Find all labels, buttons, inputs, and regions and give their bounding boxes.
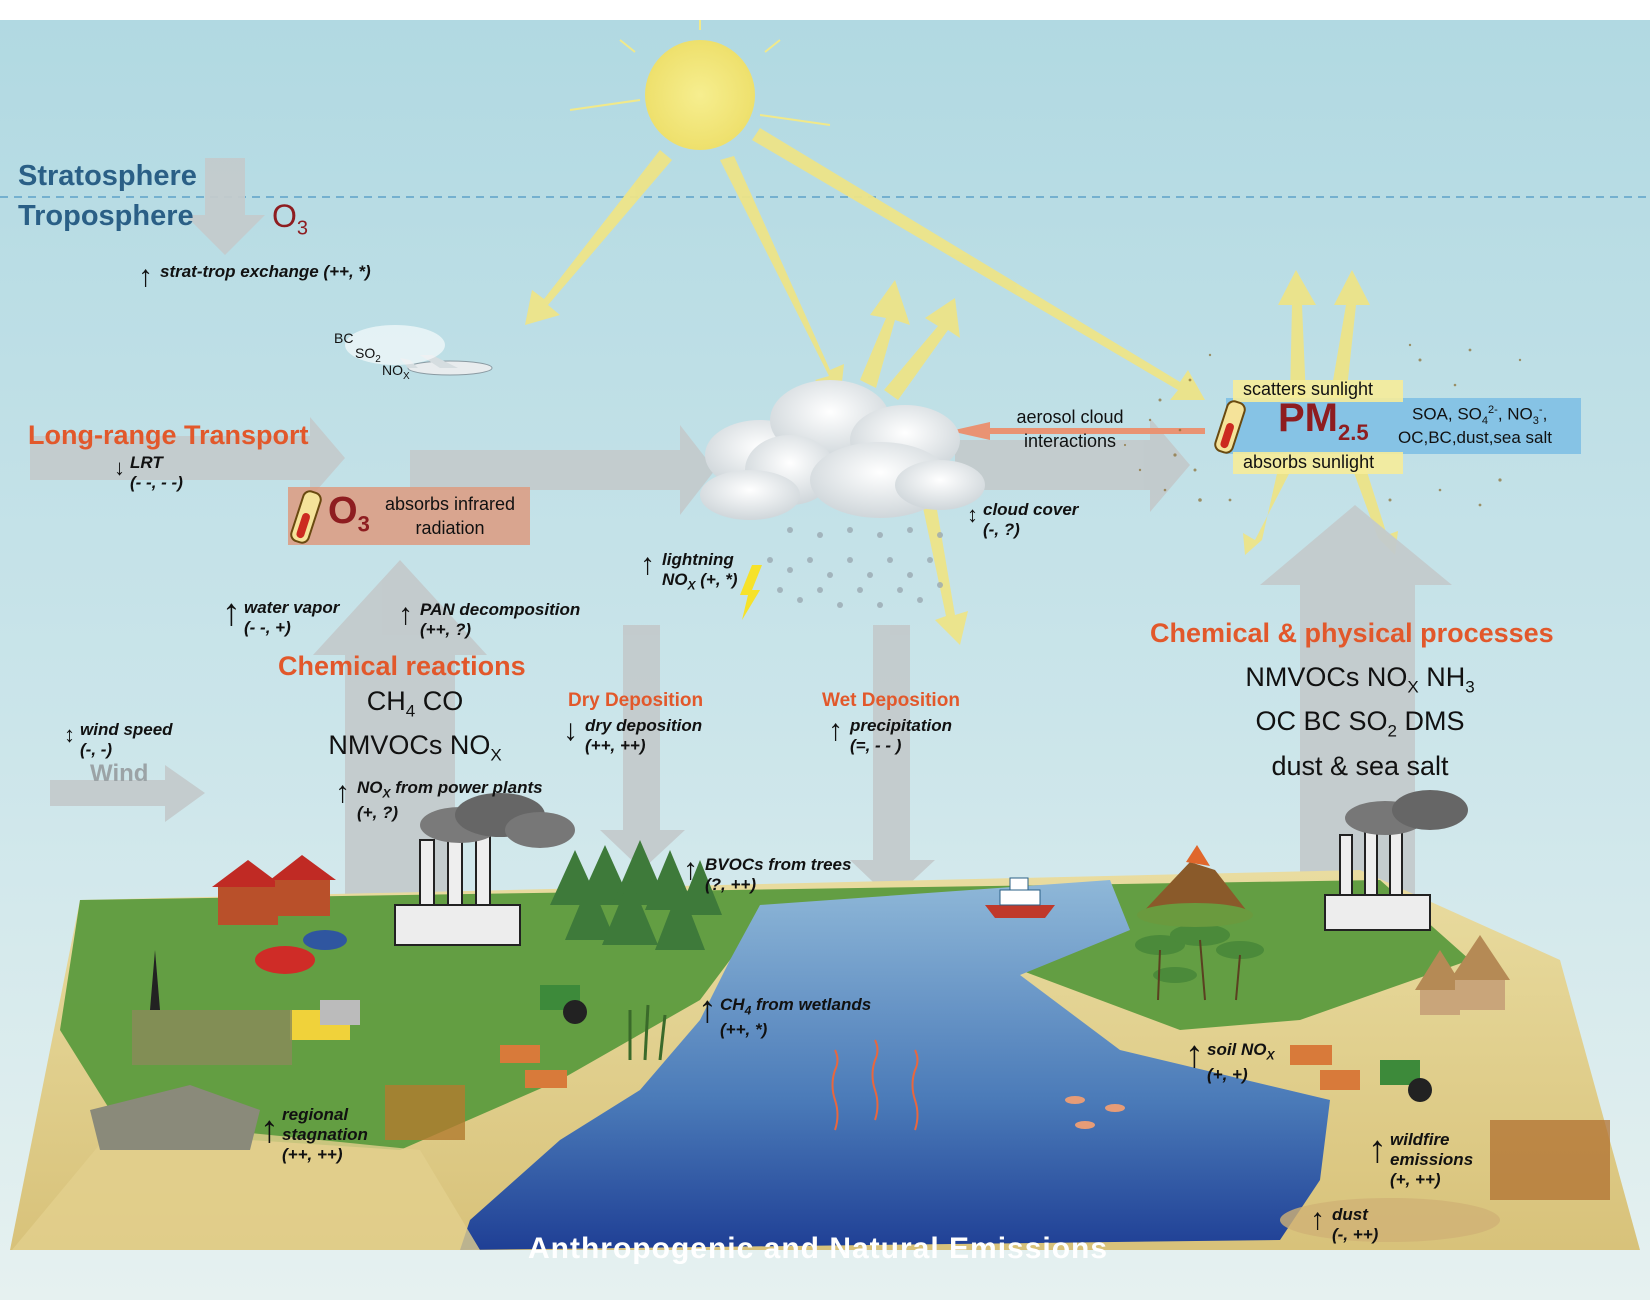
- ch4-wetlands-label: ↑ CH4 from wetlands (++, *): [698, 989, 872, 1040]
- nox-power-plants-label: ↑ NOX from power plants (+, ?): [335, 776, 543, 823]
- up-arrow-icon: ↑: [698, 989, 717, 1031]
- pm-species-line1: SOA, SO42-, NO3-,: [1412, 404, 1548, 428]
- airplane-icon: [345, 325, 493, 376]
- cloud-cover-label: ↕ cloud cover(-, ?): [967, 500, 1079, 539]
- lrt-label: ↓ LRT(- -, - -): [114, 453, 183, 492]
- o3-box-label: O3: [328, 490, 370, 537]
- wind-label: Wind: [90, 760, 149, 787]
- soil-nox-label: ↑ soil NOX (+, +): [1185, 1034, 1275, 1085]
- down-arrow-icon: ↓: [563, 714, 578, 747]
- chem-phys-heading: Chemical & physical processes: [1150, 618, 1554, 648]
- up-arrow-icon: ↑: [828, 714, 843, 747]
- pan-decomposition-label: ↑ PAN decomposition(++, ?): [398, 598, 581, 640]
- updown-arrow-icon: ↕: [967, 502, 978, 527]
- absorbs-sunlight-label: absorbs sunlight: [1243, 452, 1375, 472]
- lightning-nox-label: ↑ lightning NOX (+, *): [640, 548, 738, 593]
- bvocs-label: ↑ BVOCs from trees(?, ++): [683, 853, 852, 895]
- plane-bc-label: BC: [334, 330, 354, 346]
- ship-icon: [985, 877, 1055, 918]
- precipitation-label: ↑ precipitation(=, - - ): [828, 714, 953, 756]
- updown-arrow-icon: ↕: [64, 722, 75, 747]
- stratosphere-label: Stratosphere: [18, 160, 197, 192]
- wet-deposition-heading: Wet Deposition: [822, 690, 960, 711]
- plane-nox-label: NOX: [382, 362, 410, 382]
- chem-phys-species-list: NMVOCs NOX NH3 OC BC SO2 DMS dust & sea …: [1245, 662, 1475, 781]
- dust-label: ↑ dust(-, ++): [1310, 1203, 1379, 1245]
- sun-icon: [569, 20, 831, 150]
- emissions-title: Anthropogenic and Natural Emissions: [528, 1232, 1109, 1265]
- down-arrow-icon: ↓: [114, 455, 125, 480]
- up-arrow-icon: ↑: [1368, 1129, 1387, 1171]
- scatters-sunlight-label: scatters sunlight: [1243, 379, 1374, 399]
- up-arrow-icon: ↑: [1310, 1203, 1325, 1236]
- houses-icon: [212, 855, 336, 925]
- power-plant-icon: [394, 793, 575, 946]
- up-arrow-icon: ↑: [398, 598, 413, 631]
- wind-speed-label: ↕ wind speed(-, -): [64, 720, 173, 759]
- plane-so2-label: SO2: [355, 345, 381, 365]
- dry-deposition-heading: Dry Deposition: [568, 690, 704, 711]
- long-range-transport-heading: Long-range Transport: [28, 420, 309, 450]
- pm-species-line2: OC,BC,dust,sea salt: [1398, 428, 1553, 447]
- chemical-reactions-heading: Chemical reactions: [278, 651, 526, 681]
- up-arrow-icon: ↑: [138, 260, 153, 293]
- up-arrow-icon: ↑: [683, 853, 698, 886]
- chem-species-list: CH4 CO NMVOCs NOX: [328, 686, 502, 765]
- cloud-icon: [700, 380, 985, 520]
- water-vapor-label: ↑ water vapor(- -, +): [222, 592, 340, 637]
- up-arrow-icon: ↑: [222, 592, 241, 634]
- lightning-icon: [740, 565, 762, 620]
- up-arrow-icon: ↑: [1185, 1034, 1204, 1076]
- troposphere-label: Troposphere: [18, 200, 194, 232]
- up-arrow-icon: ↑: [640, 548, 655, 581]
- o3-top-label: O3: [272, 198, 309, 240]
- up-arrow-icon: ↑: [335, 776, 350, 809]
- power-plant-icon-right: [1324, 790, 1468, 931]
- strat-trop-exchange-label: ↑ strat-trop exchange (++, *): [138, 260, 371, 293]
- up-arrow-icon: ↑: [260, 1109, 279, 1151]
- pm25-label: PM2.5: [1278, 396, 1369, 445]
- dry-deposition-label: ↓ dry deposition(++, ++): [563, 714, 703, 756]
